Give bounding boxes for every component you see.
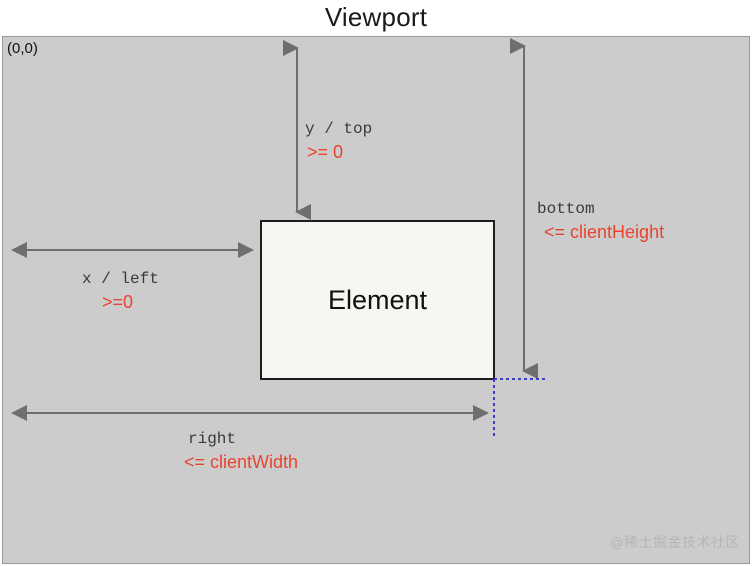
annotation-right-constraint: <= clientWidth [184, 452, 299, 472]
annotation-x-left-property: x / left [82, 270, 159, 288]
annotation-right-property: right [188, 430, 237, 448]
annotation-y-top-constraint: >= 0 [307, 142, 344, 162]
watermark: @稀土掘金技术社区 [609, 535, 740, 551]
annotation-y-top-property: y / top [305, 120, 373, 138]
annotation-right: right <= clientWidth [184, 428, 298, 474]
annotation-bottom-property: bottom [537, 200, 595, 218]
annotation-bottom-constraint: <= clientHeight [544, 222, 665, 242]
annotation-x-left-constraint: >=0 [102, 292, 134, 312]
origin-coordinate-label: (0,0) [7, 40, 38, 57]
annotation-bottom: bottom <= clientHeight [537, 198, 664, 244]
annotation-x-left: x / left >=0 [82, 268, 159, 314]
annotation-y-top: y / top >= 0 [305, 118, 372, 164]
page-title: Viewport [324, 2, 428, 32]
element-box-label: Element [327, 284, 428, 315]
element-box: Element [260, 220, 495, 380]
